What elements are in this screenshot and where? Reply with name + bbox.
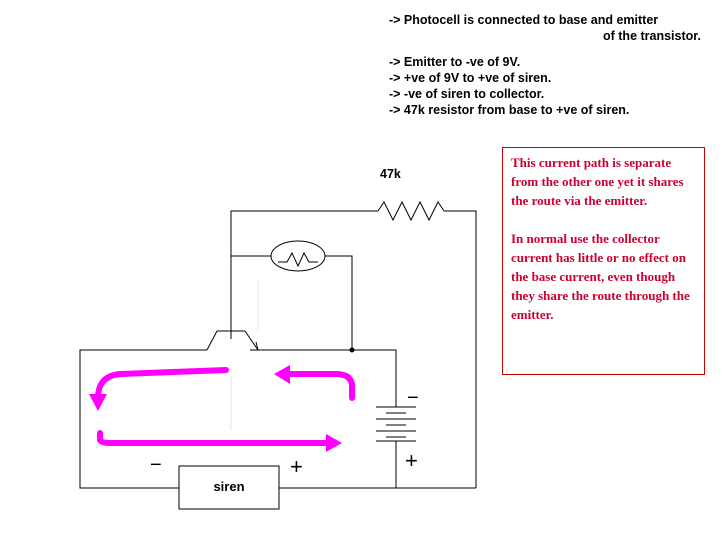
- explanation-callout: This current path is separate from the o…: [502, 147, 705, 375]
- siren-minus-label: −: [150, 454, 162, 476]
- instruction-line-4: -> -ve of siren to collector.: [389, 87, 545, 101]
- instruction-spacer: [389, 44, 719, 54]
- resistor-branch: [230, 200, 477, 488]
- emitter-to-battery-wire: [258, 349, 397, 407]
- battery-plus-label: +: [405, 448, 418, 473]
- top-right-arrowhead: [274, 365, 290, 384]
- explanation-paragraph-1: This current path is separate from the o…: [511, 155, 684, 208]
- main-loop: [79, 349, 476, 489]
- transistor-symbol: [206, 280, 259, 430]
- bottom-current-arrow: [97, 430, 331, 446]
- base-to-resistor-wire: [230, 210, 378, 331]
- current-path-arrows: [89, 365, 355, 452]
- resistor-to-supply-wire: [444, 210, 477, 488]
- collector-to-siren-wire: [79, 349, 207, 489]
- top-left-arrowhead: [89, 394, 107, 411]
- transistor-collector-lead: [206, 330, 218, 351]
- explanation-paragraph-2: In normal use the collector current has …: [511, 231, 690, 322]
- bottom-arrowhead: [326, 434, 342, 452]
- instruction-line-2: -> Emitter to -ve of 9V.: [389, 55, 521, 69]
- wiring-instructions: -> Photocell is connected to base and em…: [389, 12, 719, 118]
- top-left-current-arrow: [95, 367, 229, 401]
- instruction-line-1a: -> Photocell is connected to base and em…: [389, 13, 659, 27]
- photocell-to-emitter-wire: [325, 255, 353, 350]
- photocell-resistor-zigzag: [278, 251, 318, 268]
- siren-box: [178, 465, 280, 510]
- instruction-line-5: -> 47k resistor from base to +ve of sire…: [389, 103, 630, 117]
- transistor-emitter-lead: [244, 330, 259, 351]
- top-right-current-arrow: [285, 371, 355, 401]
- siren-plus-label: +: [290, 454, 303, 479]
- battery-minus-label: −: [407, 387, 419, 409]
- instruction-line-1b: of the transistor.: [603, 29, 701, 43]
- siren-label: siren: [213, 479, 244, 494]
- instruction-line-3: -> +ve of 9V to +ve of siren.: [389, 71, 552, 85]
- resistor-symbol: [377, 200, 445, 222]
- battery-symbol: [376, 406, 416, 442]
- resistor-label: 47k: [380, 167, 401, 181]
- photocell-branch: [231, 240, 355, 353]
